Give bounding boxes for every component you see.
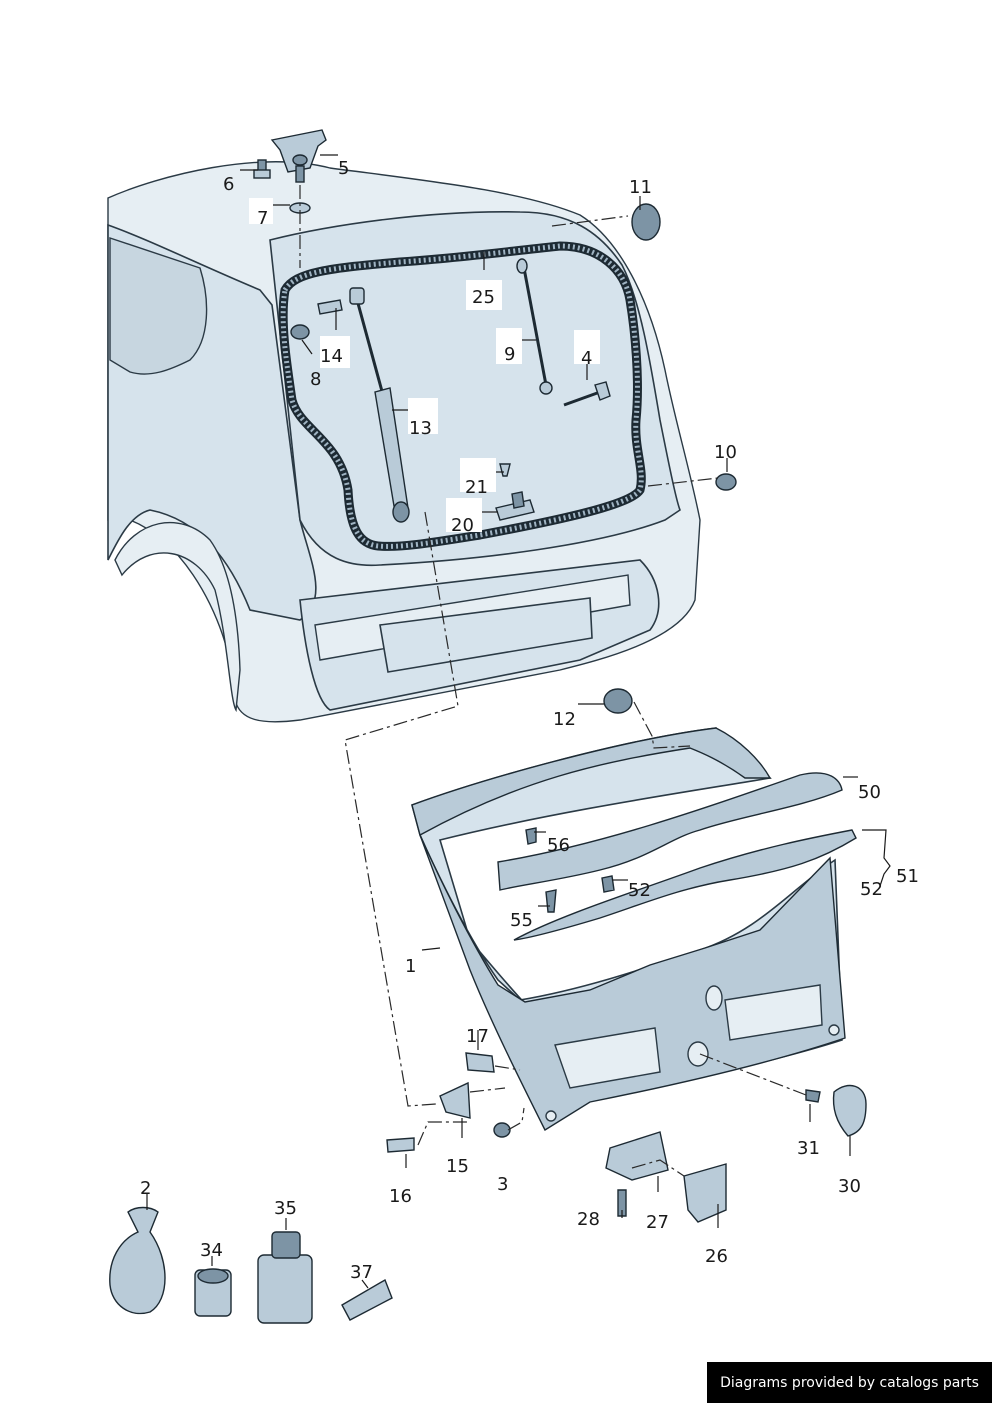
callout-25: 25 bbox=[472, 287, 495, 308]
bottle-34 bbox=[194, 1268, 232, 1317]
leader-lines bbox=[146, 154, 891, 1289]
assembly-lines bbox=[299, 185, 807, 1177]
callout-3: 3 bbox=[497, 1174, 508, 1195]
callout-17: 17 bbox=[466, 1026, 489, 1047]
callout-51: 51 bbox=[896, 866, 919, 887]
grommet-10 bbox=[715, 473, 737, 491]
callout-50: 50 bbox=[858, 782, 881, 803]
bolt-16 bbox=[386, 1137, 415, 1153]
hinge-5 bbox=[270, 129, 327, 183]
car-body bbox=[107, 161, 701, 723]
callout-37: 37 bbox=[350, 1262, 373, 1283]
callout-9: 9 bbox=[504, 344, 515, 365]
callout-8: 8 bbox=[310, 369, 321, 390]
can-35 bbox=[257, 1231, 313, 1324]
callout-11: 11 bbox=[629, 177, 652, 198]
callout-6: 6 bbox=[223, 174, 234, 195]
clip-52 bbox=[601, 875, 615, 893]
strut-9 bbox=[516, 258, 553, 395]
callout-28: 28 bbox=[577, 1209, 600, 1230]
callout-31: 31 bbox=[797, 1138, 820, 1159]
callout-15: 15 bbox=[446, 1156, 469, 1177]
bag-2 bbox=[109, 1206, 166, 1315]
screw-31 bbox=[805, 1089, 821, 1103]
callout-5: 5 bbox=[338, 158, 349, 179]
grommet-11 bbox=[631, 203, 661, 241]
callout-12: 12 bbox=[553, 709, 576, 730]
clip-3 bbox=[493, 1122, 511, 1138]
nut-8 bbox=[290, 324, 310, 340]
callout-4: 4 bbox=[581, 348, 592, 369]
callout-10: 10 bbox=[714, 442, 737, 463]
bracket-20 bbox=[495, 491, 535, 521]
lock-27 bbox=[605, 1131, 669, 1181]
clip-56 bbox=[525, 827, 537, 845]
callout-7: 7 bbox=[257, 208, 268, 229]
callout-30: 30 bbox=[838, 1176, 861, 1197]
spoiler-50 bbox=[497, 772, 843, 891]
callout-13: 13 bbox=[409, 418, 432, 439]
tailgate-1 bbox=[411, 727, 846, 1132]
bolt-28 bbox=[617, 1189, 627, 1217]
hinge-15 bbox=[439, 1081, 471, 1119]
callout-52a: 52 bbox=[628, 880, 651, 901]
callout-34: 34 bbox=[200, 1240, 223, 1261]
callout-2: 2 bbox=[140, 1178, 151, 1199]
window-seal bbox=[278, 241, 646, 551]
trim-51 bbox=[513, 829, 857, 941]
callout-56: 56 bbox=[547, 835, 570, 856]
sleeve-37 bbox=[341, 1278, 393, 1321]
callout-labels: 1 2 3 4 5 6 7 8 9 10 11 12 13 14 15 16 1… bbox=[140, 158, 919, 1283]
callout-16: 16 bbox=[389, 1186, 412, 1207]
bushing-17 bbox=[465, 1052, 495, 1073]
callout-27: 27 bbox=[646, 1212, 669, 1233]
callout-52b: 52 bbox=[860, 879, 883, 900]
switch-30 bbox=[832, 1084, 867, 1137]
callout-1: 1 bbox=[405, 956, 416, 977]
callout-14: 14 bbox=[320, 346, 343, 367]
screw-55 bbox=[545, 889, 557, 913]
bolt-6 bbox=[253, 159, 271, 179]
clip-4 bbox=[563, 381, 611, 407]
credit-banner: Diagrams provided by catalogs parts bbox=[707, 1362, 992, 1403]
cover-26 bbox=[683, 1163, 727, 1223]
callout-35: 35 bbox=[274, 1198, 297, 1219]
callout-55: 55 bbox=[510, 910, 533, 931]
grommet-12 bbox=[603, 688, 633, 714]
callout-20: 20 bbox=[451, 515, 474, 536]
callout-26: 26 bbox=[705, 1246, 728, 1267]
gas-strut-13 bbox=[349, 287, 410, 523]
callout-21: 21 bbox=[465, 477, 488, 498]
